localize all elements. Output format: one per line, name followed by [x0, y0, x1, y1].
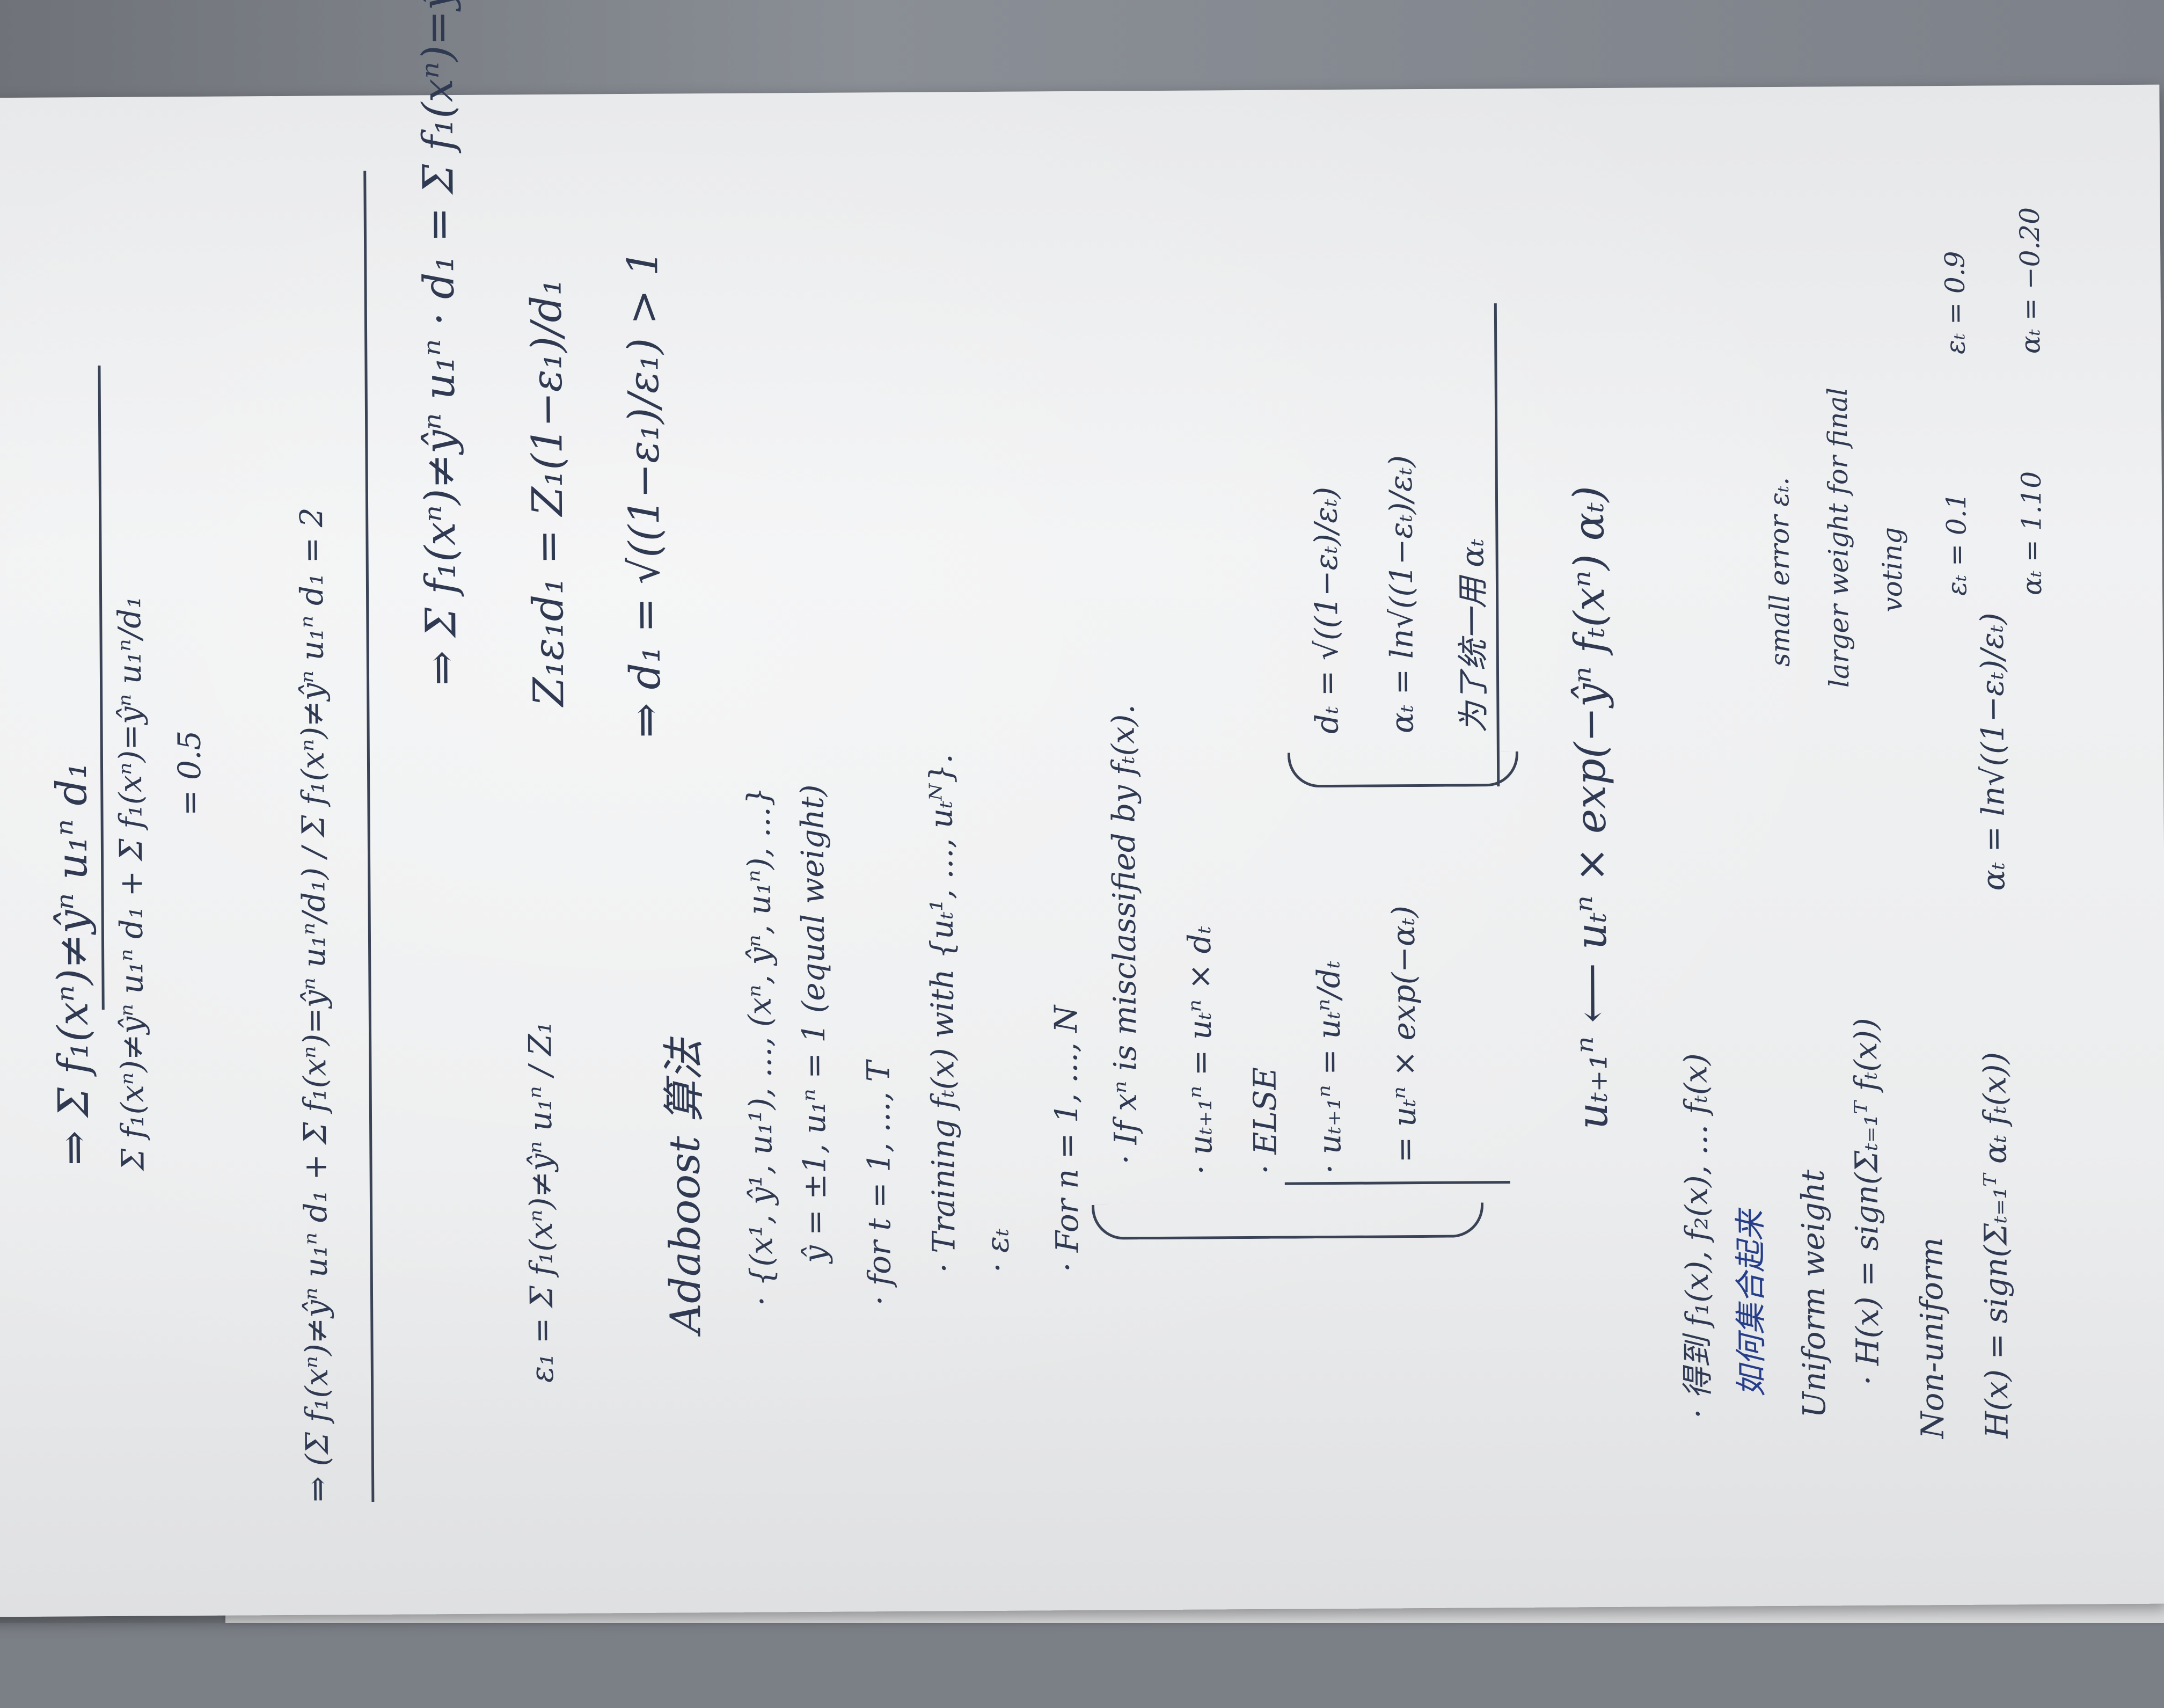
note-line: ⇒ Σ f₁(xⁿ)≠ŷⁿ u₁ⁿ d₁	[47, 762, 99, 1166]
note-line: · ELSE	[1246, 1067, 1284, 1175]
fraction-bar	[363, 171, 375, 1502]
brace	[1287, 751, 1519, 788]
note-line: · Training fₜ(x) with {uₜ¹, …, uₜᴺ}.	[922, 754, 962, 1273]
note-line: Σ f₁(xⁿ)≠ŷⁿ u₁ⁿ d₁ + Σ f₁(xⁿ)=ŷⁿ u₁ⁿ/d₁	[111, 596, 151, 1171]
note-line: · εₜ	[979, 1228, 1016, 1273]
brace	[1092, 1202, 1484, 1240]
bracket-line	[1284, 1181, 1510, 1185]
note-line: = 0.5	[171, 730, 208, 816]
note-line: Z₁ε₁d₁ = Z₁(1−ε₁)/d₁	[522, 279, 574, 707]
note-line: · {(x¹, ŷ¹, u₁¹), …, (xⁿ, ŷⁿ, u₁ⁿ), …}	[740, 786, 780, 1306]
note-line: αₜ = 1.10	[2015, 471, 2048, 596]
section-title: Adaboost 算法	[660, 1039, 711, 1334]
note-line: · uₜ₊₁ⁿ = uₜⁿ/dₜ	[1310, 960, 1348, 1174]
note-line: small error εₜ.	[1763, 477, 1796, 667]
note-line: Non-uniform	[1913, 1237, 1951, 1439]
note-line: εₜ = 0.1	[1940, 492, 1973, 596]
note-line: · 得到 f₁(x), f₂(x), … fₜ(x)	[1677, 1053, 1716, 1419]
paper-sheet: ⇒ Σ f₁(xⁿ)≠ŷⁿ u₁ⁿ d₁ Σ f₁(xⁿ)≠ŷⁿ u₁ⁿ d₁ …	[0, 0, 2164, 1617]
underline	[1494, 303, 1500, 787]
note-line: · If xⁿ is misclassified by fₜ(x).	[1105, 704, 1144, 1165]
note-line: 为了统一用 αₜ	[1454, 538, 1492, 733]
note-line: · for t = 1, …, T	[860, 1061, 898, 1306]
note-line: · For n = 1, …, N	[1047, 1005, 1086, 1273]
note-line: · H(x) = sign(Σₜ₌₁ᵀ fₜ(x))	[1847, 1018, 1887, 1386]
note-line: εₜ = 0.9	[1939, 251, 1971, 355]
note-line: · uₜ₊₁ⁿ = uₜⁿ × dₜ	[1181, 925, 1219, 1175]
note-line: ⇒ Σ f₁(xⁿ)≠ŷⁿ u₁ⁿ · d₁ = Σ f₁(xⁿ)=ŷⁿ u₁ⁿ…	[412, 0, 466, 686]
note-line: uₜ₊₁ⁿ ⟵ uₜⁿ × exp(−ŷⁿ fₜ(xⁿ) αₜ)	[1564, 485, 1618, 1130]
note-line: 如何集合起来	[1732, 1210, 1770, 1397]
note-line: dₜ = √((1−εₜ)/εₜ)	[1307, 486, 1346, 734]
note-line: H(x) = sign(Σₜ₌₁ᵀ αₜ fₜ(x))	[1976, 1052, 2015, 1439]
note-line: Uniform weight	[1794, 1169, 1833, 1418]
note-line: ε₁ = Σ f₁(xⁿ)≠ŷⁿ u₁ⁿ / Z₁	[521, 1021, 561, 1383]
note-line: αₜ = −0.20	[2014, 207, 2046, 354]
note-line: αₜ = ln√((1−εₜ)/εₜ)	[1382, 455, 1421, 734]
note-line: larger weight for final	[1822, 387, 1855, 688]
note-line: voting	[1876, 527, 1909, 612]
note-line: ⇒ (Σ f₁(xⁿ)≠ŷⁿ u₁ⁿ d₁ + Σ f₁(xⁿ)=ŷⁿ u₁ⁿ/…	[293, 507, 336, 1502]
note-line: = uₜⁿ × exp(−αₜ)	[1385, 905, 1423, 1163]
fraction-bar	[98, 366, 105, 1010]
note-line: αₜ = ln√((1−εₜ)/εₜ)	[1973, 612, 2012, 891]
note-line: ŷ = ±1, u₁ⁿ = 1 (equal weight)	[794, 784, 834, 1264]
note-line: ⇒ d₁ = √((1−ε₁)/ε₁) > 1	[619, 249, 670, 739]
